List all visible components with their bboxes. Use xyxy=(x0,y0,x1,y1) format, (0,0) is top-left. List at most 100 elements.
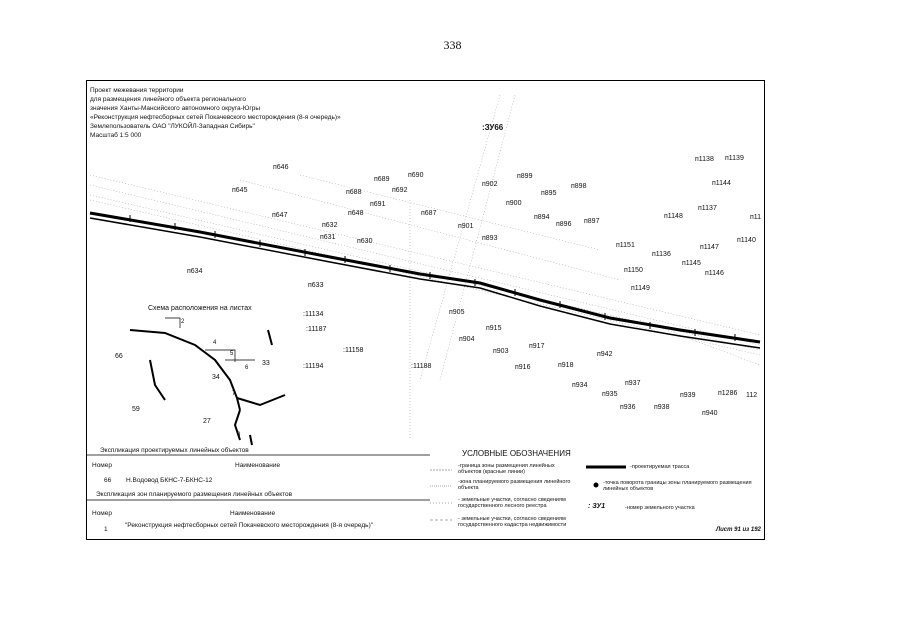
parcel-label: п898 xyxy=(571,183,587,190)
explication-lines-title: Экспликация проектируемых линейных объек… xyxy=(100,447,249,454)
legend-item: -точка поворота границы зоны планируемог… xyxy=(603,480,752,492)
parcel-label: п1147 xyxy=(700,244,719,251)
parcel-label: п940 xyxy=(702,410,718,417)
parcel-label: п645 xyxy=(232,187,248,194)
explication-lines-row-num: 66 xyxy=(104,477,112,484)
parcel-label: п634 xyxy=(187,268,203,275)
parcel-label: п647 xyxy=(272,212,288,219)
parcel-label: п1139 xyxy=(725,155,744,162)
parcel-label: п648 xyxy=(348,210,364,217)
parcel-label: п1149 xyxy=(631,285,650,292)
zu-label: :ЗУ66 xyxy=(482,123,504,132)
explication-zones-row-name: "Реконструкция нефтесборных сетей Покаче… xyxy=(125,522,374,529)
parcel-label: п895 xyxy=(541,190,557,197)
header-line: Масштаб 1:5 000 xyxy=(90,132,142,139)
parcel-label: п893 xyxy=(482,235,498,242)
scheme-number: 34 xyxy=(212,374,220,381)
explication-zones-row-num: 1 xyxy=(104,526,108,533)
legend-zu-symbol: : ЗУ1 xyxy=(588,503,606,510)
scheme-title: Схема расположения на листах xyxy=(148,305,252,312)
map-header: Проект межевания территории для размещен… xyxy=(90,86,341,140)
legend-item: -граница зоны размещения линейных объект… xyxy=(458,463,555,475)
parcel-label: п937 xyxy=(625,380,641,387)
parcel-label: п936 xyxy=(620,404,636,411)
parcel-label: п935 xyxy=(602,391,618,398)
cadastral-label: :11188 xyxy=(411,363,432,370)
header-line: для размещения линейного объекта региона… xyxy=(90,96,246,103)
parcel-label: п915 xyxy=(486,325,502,332)
parcel-label: п894 xyxy=(534,214,550,221)
parcel-label: п1148 xyxy=(664,213,683,220)
explication-lines-row-name: Н.Водовод БКНС-7-БКНС-12 xyxy=(126,477,213,484)
header-line: Проект межевания территории xyxy=(90,87,184,94)
parcel-label: п1136 xyxy=(652,251,671,258)
parcel-label: 112 xyxy=(746,392,758,399)
legend-item: -номер земельного участка xyxy=(625,505,695,511)
page-number: 338 xyxy=(443,38,462,52)
parcel-label: п917 xyxy=(529,343,545,350)
parcel-label: п646 xyxy=(273,164,289,171)
parcel-label: п942 xyxy=(597,351,613,358)
legend-item: - земельные участки, согласно сведениям … xyxy=(458,497,566,509)
parcel-label: п938 xyxy=(654,404,670,411)
legend-item: -зона планируемого размещения линейного … xyxy=(458,479,571,491)
parcel-label: п1286 xyxy=(718,390,738,397)
parcel-label: п902 xyxy=(482,181,498,188)
parcel-label: п1150 xyxy=(624,267,643,274)
parcel-label: п1140 xyxy=(737,237,756,244)
parcel-label: п897 xyxy=(584,218,600,225)
parcel-label: п1144 xyxy=(712,180,731,187)
parcel-label: п918 xyxy=(558,362,574,369)
parcel-label: п690 xyxy=(408,172,424,179)
header-line: «Реконструкция нефтесборных сетей Покаче… xyxy=(90,114,341,121)
explication-lines-col-name: Наименование xyxy=(235,462,281,469)
parcel-label: п901 xyxy=(458,223,474,230)
parcel-label: п631 xyxy=(320,234,336,241)
parcel-label: п1145 xyxy=(682,260,701,267)
parcel-label: п692 xyxy=(392,187,408,194)
header-line: значения Ханты-Мансийского автономного о… xyxy=(90,105,261,112)
parcel-label: п896 xyxy=(556,221,572,228)
explication-zones-col-num: Номер xyxy=(92,510,113,517)
parcel-label: п900 xyxy=(506,200,522,207)
parcel-label: п899 xyxy=(517,173,533,180)
scheme-number: 2 xyxy=(181,319,185,325)
parcel-label: п688 xyxy=(346,189,362,196)
parcel-label: п939 xyxy=(680,392,696,399)
cadastral-label: :11158 xyxy=(343,347,364,354)
parcel-label: п630 xyxy=(357,238,373,245)
sheet-info: Лист 91 из 192 xyxy=(716,527,761,533)
legend-item: - земельные участки, согласно сведениям … xyxy=(458,516,567,528)
parcel-label: п689 xyxy=(374,176,390,183)
scheme-number: 27 xyxy=(203,418,211,425)
parcel-label: п632 xyxy=(322,222,338,229)
scheme-number: 7 xyxy=(232,391,236,397)
header-line: Землепользователь ОАО "ЛУКОЙЛ-Западная С… xyxy=(90,123,255,130)
parcel-label: п1138 xyxy=(695,156,714,163)
parcel-label: п904 xyxy=(459,336,475,343)
parcel-label: п916 xyxy=(515,364,531,371)
parcel-label: п633 xyxy=(308,282,324,289)
scheme-number: 59 xyxy=(132,406,140,413)
parcel-label: п687 xyxy=(421,210,437,217)
cadastral-label: :11194 xyxy=(303,363,324,370)
parcel-label: п691 xyxy=(370,201,386,208)
legend-item: -проектируемая трасса xyxy=(630,464,690,470)
parcel-label: п1137 xyxy=(698,205,717,212)
scheme-number: 4 xyxy=(213,340,217,346)
scheme-number: 5 xyxy=(230,351,234,357)
parcel-label: п11 xyxy=(750,214,762,221)
scheme-number: 33 xyxy=(262,360,270,367)
explication-lines-col-num: Номер xyxy=(92,462,113,469)
parcel-label: п1146 xyxy=(705,270,724,277)
parcel-label: п905 xyxy=(449,309,465,316)
legend-title: УСЛОВНЫЕ ОБОЗНАЧЕНИЯ xyxy=(462,449,571,458)
scheme-number: 6 xyxy=(245,365,249,371)
scheme-number: 66 xyxy=(115,353,123,360)
explication-zones-col-name: Наименование xyxy=(230,510,276,517)
cadastral-label: :11187 xyxy=(306,326,327,333)
cadastral-label: :11134 xyxy=(303,311,324,318)
map-sheet xyxy=(86,80,765,540)
parcel-label: п934 xyxy=(572,382,588,389)
